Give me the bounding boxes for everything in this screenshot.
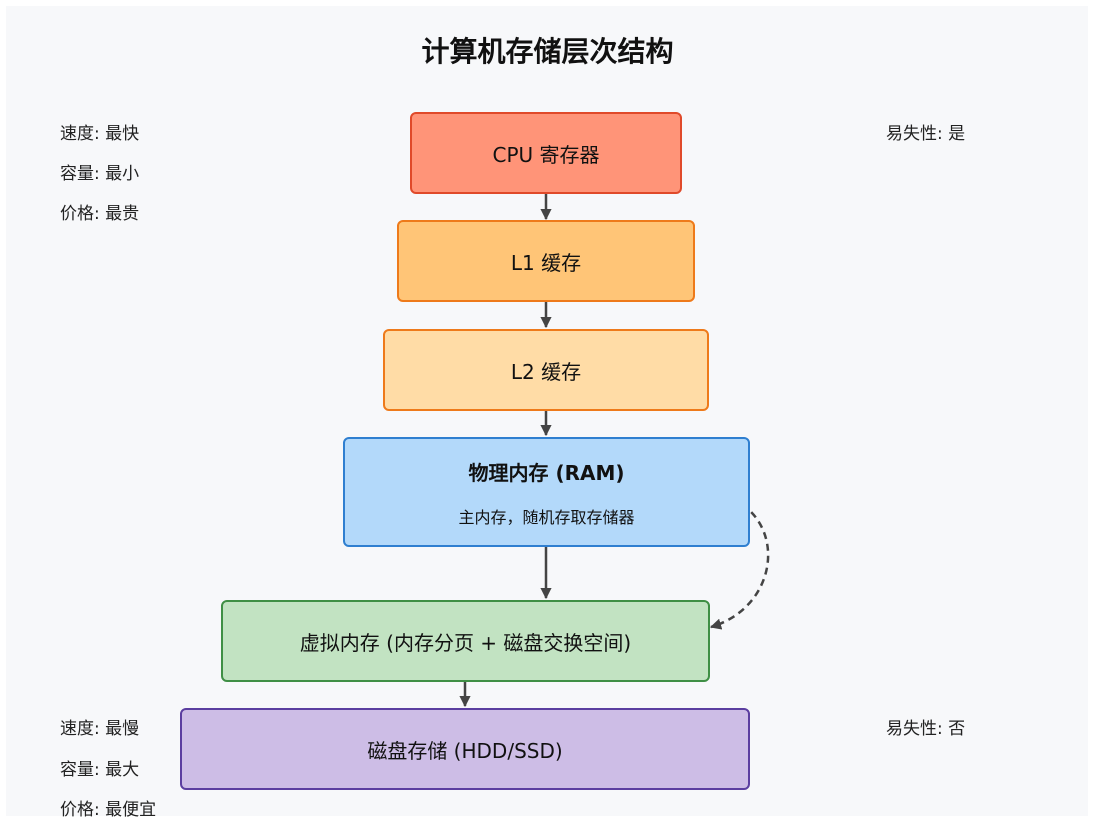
node-physical-memory: 物理内存 (RAM) 主内存，随机存取存储器 (343, 437, 750, 547)
node-disk-label: 磁盘存储 (HDD/SSD) (367, 738, 563, 763)
node-l2-cache: L2 缓存 (383, 329, 709, 411)
node-cpu-registers: CPU 寄存器 (410, 112, 682, 194)
node-virtual-memory: 虚拟内存 (内存分页 + 磁盘交换空间) (221, 600, 710, 682)
bottom-capacity-label: 容量: 最大 (60, 760, 140, 780)
node-disk-storage: 磁盘存储 (HDD/SSD) (180, 708, 750, 790)
node-l2-label: L2 缓存 (510, 359, 582, 384)
bottom-speed-label: 速度: 最慢 (60, 719, 140, 739)
node-cpu-label: CPU 寄存器 (492, 142, 600, 167)
node-ram-label: 物理内存 (RAM) (468, 460, 625, 485)
diagram-title: 计算机存储层次结构 (421, 35, 674, 68)
node-vm-label: 虚拟内存 (内存分页 + 磁盘交换空间) (299, 630, 632, 655)
node-ram-sublabel: 主内存，随机存取存储器 (458, 507, 635, 527)
top-speed-label: 速度: 最快 (60, 124, 140, 144)
bottom-price-label: 价格: 最便宜 (60, 800, 157, 820)
top-volatile-label: 易失性: 是 (886, 124, 966, 144)
node-l1-cache: L1 缓存 (397, 220, 695, 302)
top-capacity-label: 容量: 最小 (60, 164, 140, 184)
bottom-volatile-label: 易失性: 否 (886, 719, 966, 739)
top-price-label: 价格: 最贵 (60, 204, 140, 224)
node-l1-label: L1 缓存 (510, 250, 582, 275)
